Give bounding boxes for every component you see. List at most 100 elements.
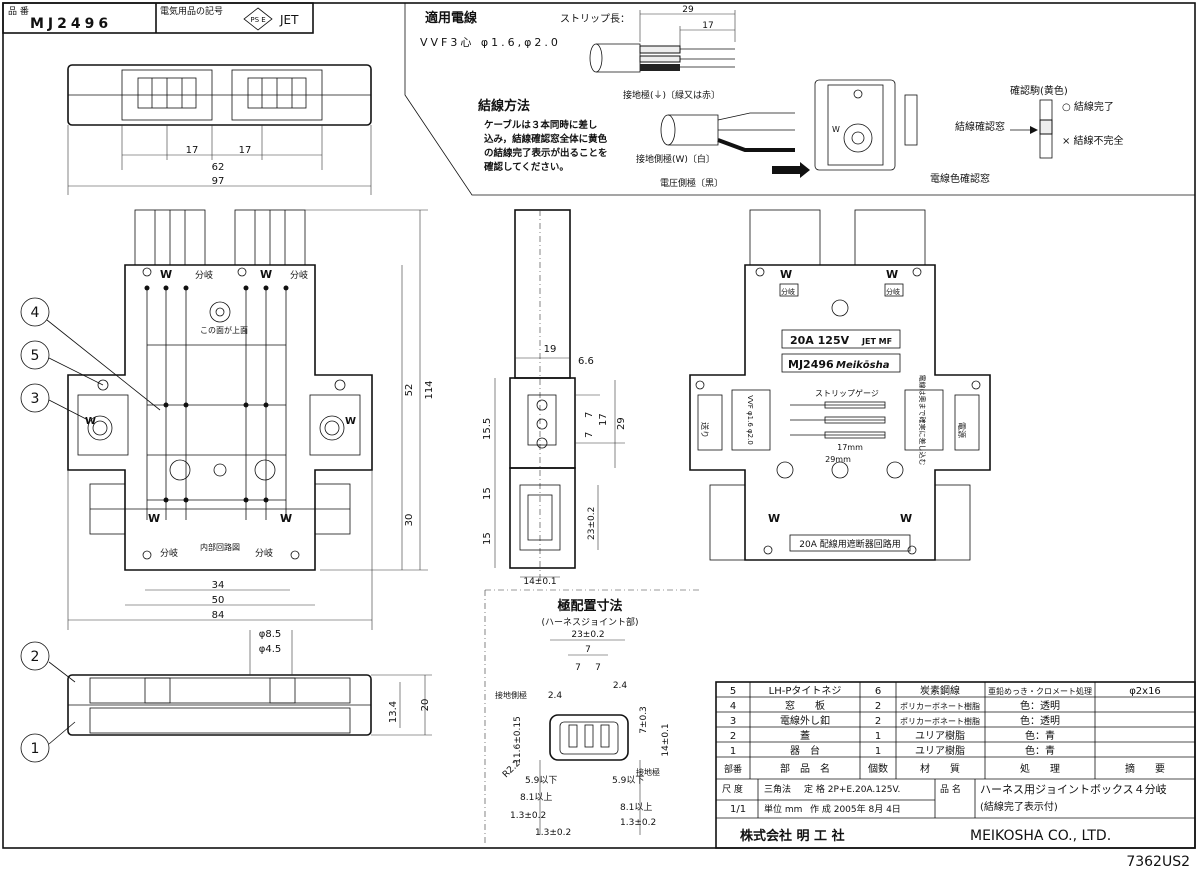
svg-text:2: 2 — [31, 649, 40, 665]
jet-mark: JET — [279, 13, 299, 27]
dim-15-5: 15.5 — [482, 418, 493, 440]
dim-17b: 17 — [239, 145, 252, 156]
internal-circuit-label: 内部回路図 — [200, 542, 240, 552]
parts-table: 5 LH-Pタイトネジ 6 炭素鋼線 亜鉛めっき・クロメート処理 φ2x16 4… — [715, 681, 1196, 849]
row3-name: 電線外し釦 — [780, 714, 830, 727]
row1-name: 器 台 — [790, 744, 820, 757]
company-en: MEIKOSHA CO., LTD. — [970, 828, 1111, 844]
side-view: 19 6.6 7 7 17 29 15.5 15 15 23±0.2 14±0.… — [482, 209, 627, 587]
unit-label: 単位 mm — [764, 803, 802, 815]
branch-label-1: 分岐 — [195, 269, 213, 281]
balloon-1 — [20, 733, 50, 763]
label-face-view: W W 分岐 分岐 20A 125V JET MF MJ2496 Meikōsh… — [689, 209, 991, 561]
row5-no: 5 — [730, 686, 736, 697]
dim-114: 114 — [424, 380, 435, 399]
wiring-note-3: の結線完了表示が出ることを — [484, 147, 608, 159]
dim-23: 23±0.2 — [587, 507, 597, 540]
push-in-label: 電線は奥まで確実に差し込む — [918, 375, 927, 466]
row5-note: φ2x16 — [1129, 686, 1161, 697]
name-label: 品 名 — [940, 783, 961, 795]
pole-dim-7b: 7 — [575, 663, 581, 673]
cable-spec: VVF3心 φ1.6,φ2.0 — [420, 36, 561, 49]
pole-dim-7c: 7 — [595, 663, 601, 673]
pole-dim-1-3a: 1.3±0.2 — [510, 811, 546, 821]
w-mark-5: W — [148, 512, 160, 525]
header-treatment: 処 理 — [1020, 762, 1060, 775]
dim-6-6: 6.6 — [578, 356, 594, 367]
drawing-number: 7362US2 — [1126, 854, 1190, 870]
row4-name: 窓 板 — [785, 699, 825, 712]
wire-spec-heading: 適用電線 — [425, 10, 478, 26]
cable-insertion-icon — [660, 112, 810, 178]
row2-treatment: 色：青 — [1025, 729, 1055, 742]
dim-phi45: φ4.5 — [259, 644, 282, 655]
dim-phi85: φ8.5 — [259, 629, 282, 640]
pse-diamond-icon — [243, 7, 273, 31]
w-mark-8: W — [886, 268, 898, 281]
product-sub: (結線完了表示付) — [980, 800, 1058, 813]
wiring-info-panel: 適用電線 VVF3心 φ1.6,φ2.0 ストリップ長： 29 17 結線方法 … — [404, 3, 1195, 196]
dim-13-4: 13.4 — [388, 701, 399, 723]
dim-34: 34 — [212, 580, 225, 591]
pole-layout-heading: 極配置寸法 — [556, 598, 622, 614]
row1-qty: 1 — [875, 746, 881, 757]
row2-qty: 1 — [875, 731, 881, 742]
wiring-note-1: ケーブルは３本同時に差し — [484, 119, 597, 131]
w-mark-9: W — [768, 512, 780, 525]
product-name: ハーネス用ジョイントボックス４分岐 — [980, 783, 1167, 796]
pole-dim-2-4a: 2.4 — [548, 691, 563, 701]
pole-dim-5-9b: 5.9以下 — [612, 776, 644, 786]
pole-dim-8-1a: 8.1以上 — [520, 792, 552, 803]
wiring-method-heading: 結線方法 — [478, 98, 530, 114]
header-part-block: 品 番 MJ2496 電気用品の記号 PS E JET — [2, 2, 314, 34]
brand-logo: Meikōsha — [836, 360, 890, 371]
w-mark-7: W — [780, 268, 792, 281]
wiring-note-4: 確認してください。 — [484, 161, 569, 173]
dim-19: 19 — [544, 344, 557, 355]
pole-layout-subheading: (ハーネスジョイント部) — [541, 616, 638, 628]
dim-17: 17 — [598, 413, 609, 426]
row4-material: ポリカーボネート樹脂 — [900, 701, 980, 711]
row1-no: 1 — [730, 746, 736, 757]
row5-name: LH-Pタイトネジ — [769, 685, 842, 697]
pole-dim-14: 14±0.1 — [661, 723, 671, 756]
pole-dim-1-3c: 1.3±0.2 — [535, 828, 571, 838]
header-no: 部番 — [724, 763, 742, 775]
vvf-label: VVF φ1.6 φ2.0 — [746, 395, 754, 445]
row5-material: 炭素鋼線 — [920, 684, 960, 697]
pole-dim-23: 23±0.2 — [571, 630, 604, 640]
dim-50: 50 — [212, 595, 225, 606]
incomplete-label: × 結線不完全 — [1062, 134, 1124, 147]
svg-text:5: 5 — [31, 348, 40, 364]
dim-30: 30 — [404, 514, 415, 527]
strip-gauge-label: ストリップゲージ — [815, 388, 879, 398]
confirm-piece-label: 確認駒(黄色) — [1010, 84, 1068, 97]
branch-label-6: 分岐 — [886, 287, 900, 296]
dim-29: 29 — [616, 417, 627, 430]
circuit-label: 20A 配線用遮断器回路用 — [799, 538, 900, 550]
pse-mark: PS E — [250, 16, 265, 24]
branch-label-3: 分岐 — [160, 547, 178, 559]
row4-no: 4 — [730, 701, 736, 712]
balloon-3 — [20, 383, 50, 413]
branch-label-4: 分岐 — [255, 547, 273, 559]
pole-dim-2-4b: 2.4 — [613, 681, 628, 691]
vvf-cable-icon — [589, 43, 735, 73]
dim-7a: 7 — [584, 412, 595, 418]
svg-text:3: 3 — [31, 391, 40, 407]
w-mark-1: W — [160, 268, 172, 281]
pole-dim-11-6: 11.6±0.15 — [513, 716, 523, 764]
dim-62: 62 — [212, 162, 225, 173]
top-surface-note: この面が上面 — [200, 325, 248, 335]
row3-qty: 2 — [875, 716, 881, 727]
dim-15b: 15 — [482, 532, 493, 545]
elec-mark-label: 電気用品の記号 — [160, 5, 223, 17]
power-label: 電源 — [957, 422, 966, 438]
gauge-17mm: 17mm — [837, 443, 863, 452]
date-label: 作 成 2005年 8月 4日 — [810, 803, 901, 815]
pole-dim-7-03: 7±0.3 — [639, 706, 649, 734]
arrow-right-icon — [772, 162, 810, 178]
rating-spec: 定 格 2P+E.20A.125V. — [804, 783, 900, 795]
row5-qty: 6 — [875, 686, 881, 697]
